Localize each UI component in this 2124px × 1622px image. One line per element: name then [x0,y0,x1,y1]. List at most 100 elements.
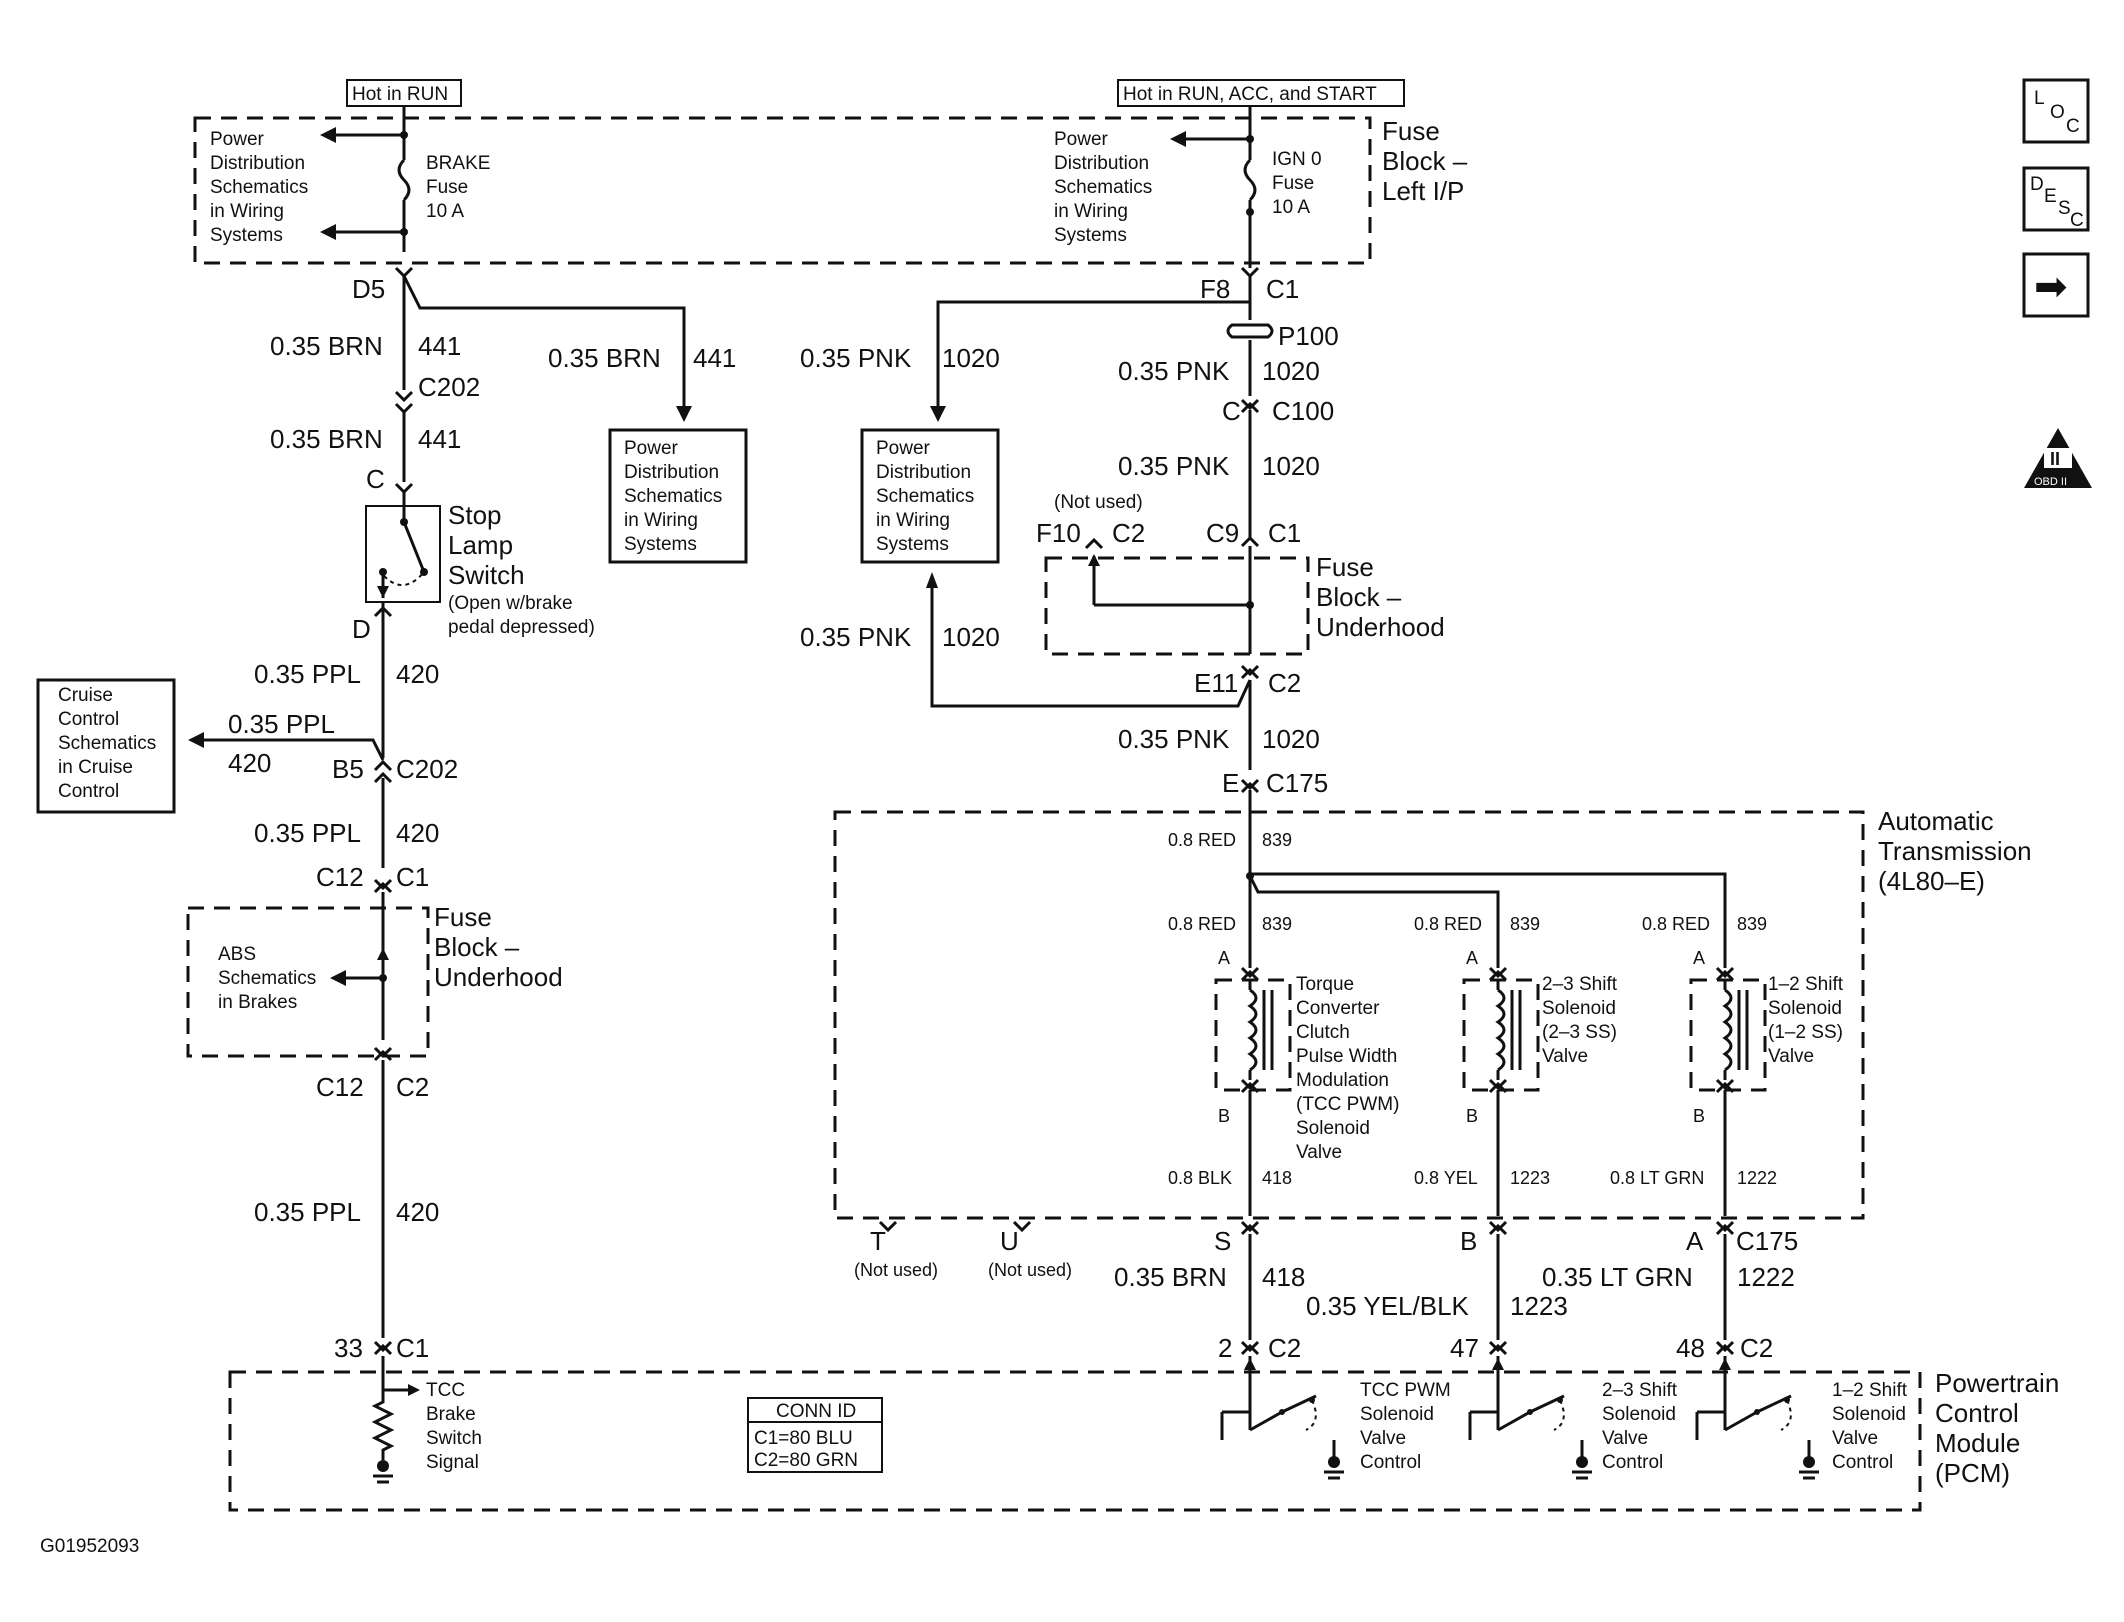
conn-c2p2: C2 [1740,1333,1773,1363]
conn-bb: B [1460,1226,1477,1256]
conn-c202a: C202 [418,372,480,402]
desc-a: D [2030,174,2044,195]
ign-fuse-symbol [1170,106,1257,268]
stop-lamp-2: Lamp [448,530,513,560]
conn-c-c100: C [1222,396,1241,426]
stop-lamp-3: Switch [448,560,525,590]
tcc-brake-resistor [371,1356,420,1484]
conn-id-c2: C2=80 GRN [754,1450,858,1471]
pds-right-2: Distribution [1054,153,1149,174]
pds-441-5: Systems [624,534,697,555]
conn-c175: C175 [1266,768,1328,798]
cruise-1: Cruise [58,685,113,706]
w839d-gauge: 0.8 RED [1642,914,1710,934]
w1222a-gauge: 0.8 LT GRN [1610,1168,1704,1188]
stop-lamp-switch [365,505,441,620]
next-arrow-button[interactable]: ➡ [2022,252,2090,318]
loc-button[interactable]: L O C [2022,78,2090,144]
pds-left-1: Power [210,129,265,150]
w1020b-circuit: 1020 [1262,356,1320,386]
tcc-brake-2: Brake [426,1404,476,1425]
conn-b2: B [1466,1106,1478,1126]
pcm-box [228,1370,1922,1512]
cruise-2: Control [58,709,119,730]
w839b-circuit: 839 [1262,914,1292,934]
transmission-wiring [878,872,1767,1356]
fb-under-left-1: Fuse [434,902,492,932]
pds-left-2: Distribution [210,153,305,174]
fuse-block-ip-label-3: Left I/P [1382,176,1464,206]
conn-d-stop: D [352,614,371,644]
conn-a2: A [1466,948,1478,968]
w441b-circuit: 441 [693,343,736,373]
w420cc-circuit: 420 [228,748,271,778]
loc-b: O [2050,102,2065,123]
w441a-gauge: 0.35 BRN [270,331,383,361]
brake-fuse-1: BRAKE [426,153,490,174]
ss12-ctrl-4: Control [1832,1452,1893,1473]
pds-441-box [608,428,748,564]
ss23-ctrl-4: Control [1602,1452,1663,1473]
pcm-3: Module [1935,1428,2020,1458]
pds-441-3: Schematics [624,486,722,507]
w1020c-circuit: 1020 [1262,451,1320,481]
ign-fuse-3: 10 A [1272,197,1310,218]
conn-s: S [1214,1226,1231,1256]
conn-c1top: C1 [1266,274,1299,304]
conn-c12b: C12 [316,1072,364,1102]
not-used-f10: (Not used) [1054,492,1143,513]
left-chain-wires-2 [188,605,393,1356]
tcc-7: Solenoid [1296,1118,1370,1139]
conn-b5: B5 [332,754,364,784]
loc-c: C [2066,116,2080,137]
desc-button[interactable]: D E S C [2022,166,2090,232]
next-arrow-icon: ➡ [2034,264,2068,310]
pds-1020-1: Power [876,438,931,459]
w441b-gauge: 0.35 BRN [548,343,661,373]
w418a-circuit: 418 [1262,1168,1292,1188]
w1223b-gauge: 0.35 YEL/BLK [1306,1291,1470,1321]
tcc-pwm-ctrl-2: Solenoid [1360,1404,1434,1425]
conn-b1: B [1218,1106,1230,1126]
automatic-transmission-box [833,810,1865,1220]
w839c-gauge: 0.8 RED [1414,914,1482,934]
conn-c9: C9 [1206,518,1239,548]
ign-fuse-1: IGN 0 [1272,149,1322,170]
pds-right-1: Power [1054,129,1109,150]
conn-u: U [1000,1226,1019,1256]
conn-c2a: C2 [396,1072,429,1102]
tcc-pwm-ctrl-4: Control [1360,1452,1421,1473]
stop-lamp-note-2: pedal depressed) [448,617,595,638]
w420cc-gauge: 0.35 PPL [228,709,335,739]
w1020e-gauge: 0.35 PNK [1118,724,1230,754]
tcc-pwm-ctrl-1: TCC PWM [1360,1380,1451,1401]
w418a-gauge: 0.8 BLK [1168,1168,1232,1188]
fuse-block-left-ip [193,116,1372,265]
conn-n2: 2 [1218,1333,1232,1363]
fb-under-right-3: Underhood [1316,612,1445,642]
fb-under-right-1: Fuse [1316,552,1374,582]
conn-c12a: C12 [316,862,364,892]
pds-1020-3: Schematics [876,486,974,507]
w1020a-circuit: 1020 [942,343,1000,373]
conn-c100: C100 [1272,396,1334,426]
obd-ii-icon[interactable]: II OBD II [2024,428,2092,488]
desc-d: C [2070,210,2084,231]
conn-f10: F10 [1036,518,1081,548]
tcc-pwm-ctrl-3: Valve [1360,1428,1406,1449]
pds-441-1: Power [624,438,679,459]
w1223b-circuit: 1223 [1510,1291,1568,1321]
pds-left-3: Schematics [210,177,308,198]
cruise-box [36,678,176,814]
ss12-4: Valve [1768,1046,1814,1067]
w420c-circuit: 420 [396,1197,439,1227]
pds-right-3: Schematics [1054,177,1152,198]
fuse-block-ip-label-2: Block – [1382,146,1468,176]
tcc-brake-3: Switch [426,1428,482,1449]
w1020a-gauge: 0.35 PNK [800,343,912,373]
abs-1: ABS [218,944,256,965]
ss23-ctrl-1: 2–3 Shift [1602,1380,1678,1401]
w1223a-circuit: 1223 [1510,1168,1550,1188]
right-chain-wires [926,266,1274,968]
